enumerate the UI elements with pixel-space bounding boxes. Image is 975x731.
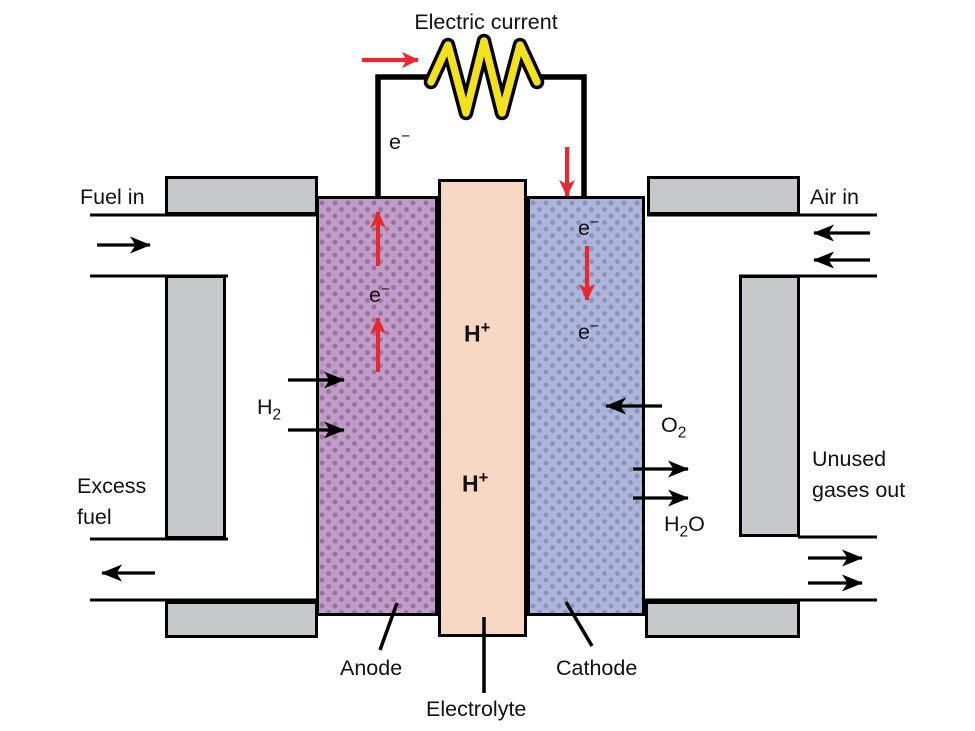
proton-label-1: H+ bbox=[464, 318, 491, 347]
anode-region bbox=[316, 196, 438, 616]
circuit-wires bbox=[375, 74, 587, 198]
proton-label-2: H+ bbox=[462, 468, 489, 497]
electron-label-cathode-1: e− bbox=[578, 214, 600, 241]
air-outlet-pipe-block bbox=[645, 601, 800, 638]
right-divider-pipe-block bbox=[739, 275, 800, 537]
cathode-pointer-line bbox=[564, 601, 594, 647]
label-pointers bbox=[378, 601, 594, 693]
unused-gases-out-label: Unused gases out bbox=[812, 447, 906, 502]
channel-walls bbox=[90, 213, 877, 602]
electron-label-wire: e− bbox=[389, 128, 411, 155]
excess-fuel-label: Excess fuel bbox=[77, 474, 147, 529]
left-divider-pipe-block bbox=[165, 275, 226, 539]
o2-label: O2 bbox=[661, 413, 687, 442]
fuel-in-label: Fuel in bbox=[80, 185, 145, 209]
cathode-label: Cathode bbox=[556, 656, 638, 680]
fuel-outlet-pipe-block bbox=[165, 601, 318, 638]
electron-label-anode: e− bbox=[369, 281, 391, 308]
flow-arrows bbox=[97, 224, 870, 592]
air-in-label: Air in bbox=[810, 185, 859, 209]
electron-label-cathode-2: e− bbox=[578, 318, 600, 345]
electrolyte-region bbox=[438, 179, 527, 637]
electron-flow-arrows bbox=[362, 52, 595, 372]
h2-label: H2 bbox=[257, 395, 282, 424]
h2o-label: H2O bbox=[664, 512, 705, 541]
anode-pointer-line bbox=[378, 602, 399, 651]
resistor-icon bbox=[423, 33, 545, 121]
anode-label: Anode bbox=[340, 656, 403, 680]
electric-current-title: Electric current bbox=[414, 10, 558, 34]
electrolyte-label: Electrolyte bbox=[426, 697, 527, 721]
